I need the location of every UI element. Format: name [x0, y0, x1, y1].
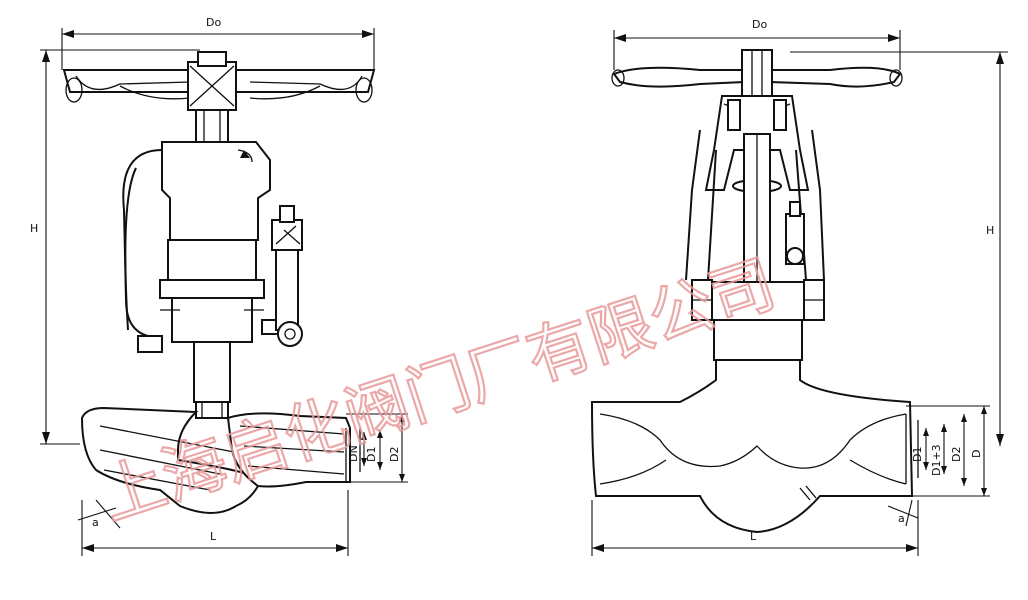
right-bore-d2-label: D2	[950, 447, 963, 462]
left-do-label: Do	[206, 16, 221, 29]
right-do-label: Do	[752, 18, 767, 31]
right-bore-d1-label: D1	[911, 447, 924, 462]
right-valve-view: Do H	[590, 18, 1008, 556]
right-a-label: a	[898, 512, 905, 525]
left-a-label: a	[92, 516, 99, 529]
left-bore-d1-label: D1	[365, 447, 378, 462]
left-h-label: H	[30, 222, 38, 235]
left-bore-dn-label: DN	[347, 445, 360, 462]
left-valve-view: Do H	[30, 16, 408, 556]
left-bore-d2-label: D2	[388, 447, 401, 462]
right-l-label: L	[750, 530, 757, 543]
left-l-label: L	[210, 530, 217, 543]
right-bore-d-label: D	[970, 450, 983, 458]
right-bore-d1plus3-label: D1+3	[930, 444, 943, 476]
right-h-label: H	[986, 224, 994, 237]
